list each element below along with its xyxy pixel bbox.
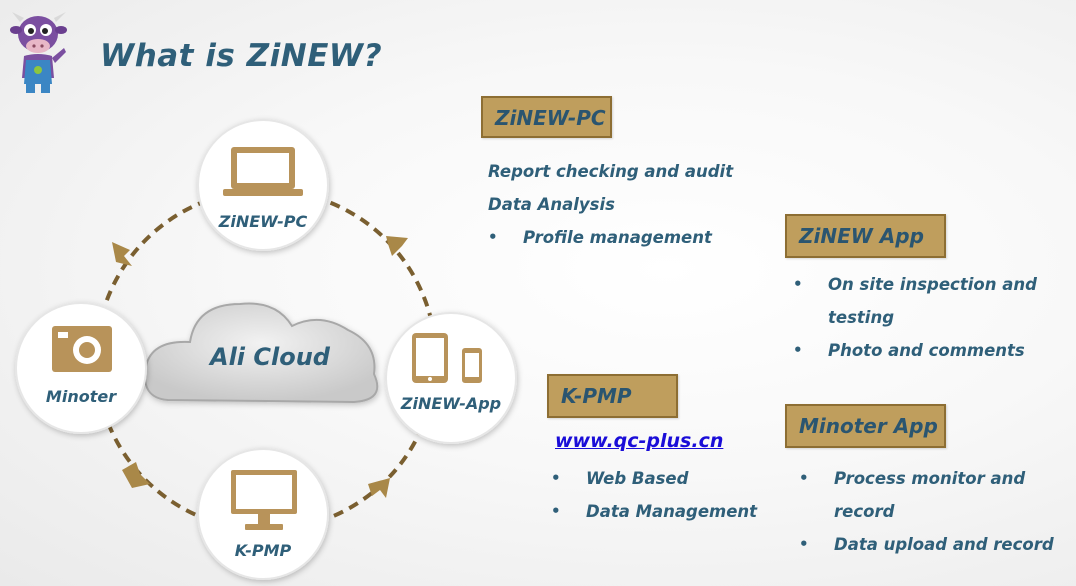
cloud-label: Ali Cloud <box>210 343 330 371</box>
arrow-chevron-icon <box>122 462 150 488</box>
bullet-icon: • <box>793 341 803 359</box>
minoter-bullet-1-cont: record <box>834 502 895 521</box>
bullet-icon: • <box>551 502 561 520</box>
node-label-pc: ZiNEW-PC <box>218 212 308 231</box>
node-label-minoter: Minoter <box>45 387 117 406</box>
minoter-bullet-1: Process monitor and <box>834 469 1026 488</box>
bullet-icon: • <box>799 469 809 487</box>
camera-icon <box>52 326 112 372</box>
kpmp-bullet-2: Data Management <box>586 502 758 521</box>
tag-zinew-pc: ZiNEW-PC <box>481 96 612 138</box>
page-title: What is ZiNEW? <box>100 38 383 74</box>
cloud-shape <box>144 302 379 404</box>
node-label-kpmp: K-PMP <box>234 541 292 560</box>
kpmp-website-link[interactable]: www.qc-plus.cn <box>555 430 724 452</box>
arrow-chevron-icon <box>368 478 390 498</box>
monitor-icon <box>231 470 297 530</box>
pc-line-1: Report checking and audit <box>488 162 734 181</box>
app-bullet-1: On site inspection and <box>828 275 1037 294</box>
tag-kpmp: K-PMP <box>547 374 678 418</box>
bullet-icon: • <box>551 469 561 487</box>
laptop-icon <box>223 147 303 196</box>
kpmp-bullet-1: Web Based <box>586 469 689 488</box>
cow-mascot-logo <box>10 12 67 93</box>
bullet-icon: • <box>799 535 809 553</box>
bullet-icon: • <box>793 275 803 293</box>
tag-zinew-app: ZiNEW App <box>785 214 946 258</box>
minoter-bullet-2: Data upload and record <box>834 535 1054 554</box>
app-bullet-2: Photo and comments <box>828 341 1025 360</box>
node-circle-app <box>385 312 517 444</box>
pc-bullet-1: Profile management <box>523 228 712 247</box>
node-label-app: ZiNEW-App <box>400 394 502 413</box>
arrow-chevron-icon <box>112 242 132 266</box>
tablet-phone-icon <box>412 333 482 383</box>
pc-line-2: Data Analysis <box>488 195 615 214</box>
arrow-chevron-icon <box>386 236 408 256</box>
app-bullet-1-cont: testing <box>828 308 894 327</box>
bullet-icon: • <box>488 228 498 246</box>
cycle-diagram <box>15 119 517 580</box>
tag-minoter-app: Minoter App <box>785 404 946 448</box>
